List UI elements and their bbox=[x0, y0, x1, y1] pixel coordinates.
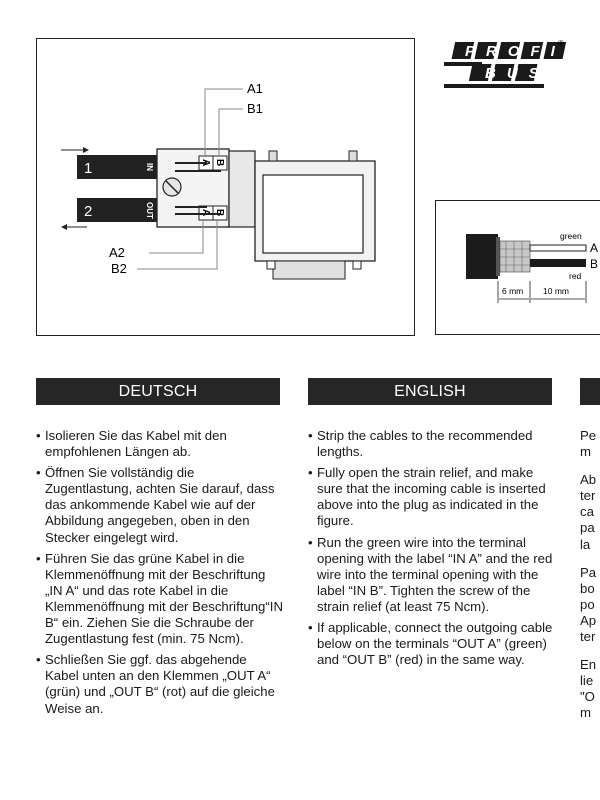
registered-mark: ® bbox=[558, 39, 564, 48]
incoming-arrow bbox=[61, 147, 89, 153]
line-fragment: bo bbox=[580, 580, 595, 596]
cable-1 bbox=[77, 155, 165, 179]
cable-jacket bbox=[466, 234, 498, 279]
line-fragment: ca bbox=[580, 504, 594, 520]
green-label: green bbox=[560, 231, 582, 241]
term-out-b: B bbox=[214, 209, 225, 216]
line-fragment: Pe bbox=[580, 428, 597, 443]
third-language-instructions: Pe m Ab ter ca pa la Pa bo po Ap ter En … bbox=[580, 428, 600, 722]
list-item: Öffnen Sie vollständig die Zugentlastung… bbox=[36, 465, 284, 545]
list-item: Pe m bbox=[580, 428, 600, 460]
list-item: En lie "O m bbox=[580, 657, 600, 721]
cable-2 bbox=[77, 198, 165, 222]
line-fragment: ter bbox=[580, 488, 596, 504]
outgoing-arrow bbox=[61, 224, 87, 230]
braided-shield bbox=[499, 240, 531, 273]
list-item: Run the green wire into the terminal ope… bbox=[308, 535, 556, 615]
line-fragment: m bbox=[580, 705, 591, 721]
line-fragment: la bbox=[580, 536, 591, 552]
section-header-third bbox=[580, 378, 600, 405]
list-item: Isolieren Sie das Kabel mit den empfohle… bbox=[36, 428, 284, 460]
label-b2: B2 bbox=[111, 261, 127, 276]
list-item: Führen Sie das grüne Kabel in die Klemme… bbox=[36, 551, 284, 648]
cable-1-label: 1 bbox=[84, 160, 92, 177]
connector-illustration: 1 2 IN OUT A B A B bbox=[61, 81, 376, 280]
term-out-a: A bbox=[200, 209, 211, 216]
line-fragment: En bbox=[580, 657, 597, 673]
leader-lines bbox=[137, 88, 243, 270]
line-fragment: lie bbox=[580, 673, 594, 689]
list-item: Schließen Sie ggf. das abgehende Kabel u… bbox=[36, 652, 284, 716]
section-header-english: ENGLISH bbox=[308, 378, 552, 405]
wire-a-label: A bbox=[590, 241, 598, 255]
cable-2-label: 2 bbox=[84, 203, 92, 220]
section-header-deutsch: DEUTSCH bbox=[36, 378, 280, 405]
list-item: Fully open the strain relief, and make s… bbox=[308, 465, 556, 529]
out-label: OUT bbox=[145, 202, 154, 219]
list-item: Ab ter ca pa la bbox=[580, 472, 600, 552]
wire-b-label: B bbox=[590, 257, 598, 271]
logo-top-word: PROFI bbox=[465, 43, 566, 60]
list-item: If applicable, connect the outgoing cabl… bbox=[308, 620, 556, 668]
dim-10mm: 10 mm bbox=[543, 286, 569, 296]
logo-bottom-row: BUS bbox=[444, 62, 550, 88]
dimension-lines bbox=[497, 281, 587, 303]
list-item: Strip the cables to the recommended leng… bbox=[308, 428, 556, 460]
green-wire bbox=[529, 244, 587, 252]
term-in-b: B bbox=[214, 159, 225, 166]
line-fragment: "O bbox=[580, 689, 595, 705]
line-fragment: Pa bbox=[580, 564, 597, 580]
red-wire bbox=[530, 259, 586, 267]
profibus-logo: PROFI BUS ® bbox=[440, 38, 570, 93]
label-a2: A2 bbox=[109, 245, 125, 260]
deutsch-instructions: Isolieren Sie das Kabel mit den empfohle… bbox=[36, 428, 284, 722]
list-item: Pa bo po Ap ter bbox=[580, 565, 600, 645]
logo-bottom-word: BUS bbox=[485, 65, 550, 82]
in-label: IN bbox=[145, 163, 154, 171]
line-fragment: pa bbox=[580, 520, 595, 536]
line-fragment: Ab bbox=[580, 472, 597, 488]
line-fragment: ter bbox=[580, 629, 596, 645]
line-fragment: Ap bbox=[580, 612, 597, 628]
label-a1: A1 bbox=[247, 81, 263, 96]
red-label: red bbox=[569, 271, 582, 281]
label-b1: B1 bbox=[247, 101, 263, 116]
logo-top-row: PROFI bbox=[451, 42, 567, 60]
english-instructions: Strip the cables to the recommended leng… bbox=[308, 428, 556, 673]
dim-6mm: 6 mm bbox=[502, 286, 523, 296]
line-fragment: m bbox=[580, 444, 591, 460]
cable-strip-diagram: green red A B 6 mm 10 mm bbox=[435, 200, 600, 335]
line-fragment: po bbox=[580, 596, 595, 612]
connector-diagram: 1 2 IN OUT A B A B bbox=[36, 38, 415, 336]
